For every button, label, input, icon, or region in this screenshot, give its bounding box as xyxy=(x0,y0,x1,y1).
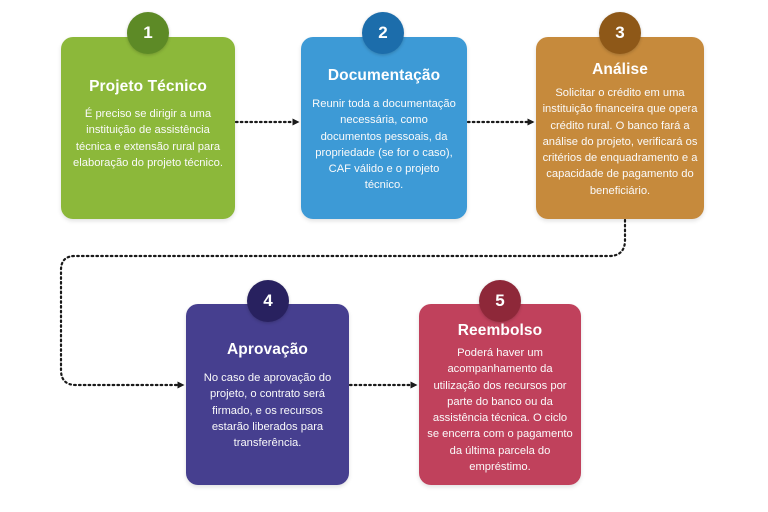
arrow-3-to-4 xyxy=(59,218,627,389)
step-title: Aprovação xyxy=(226,341,308,358)
step-card-documentacao: Documentação Reunir toda a documentação … xyxy=(301,37,467,219)
step-number-badge: 3 xyxy=(599,12,641,54)
step-title: Projeto Técnico xyxy=(89,78,207,95)
step-number-badge: 1 xyxy=(127,12,169,54)
step-number-badge: 2 xyxy=(362,12,404,54)
step-description: Poderá haver um acompanhamento da utiliz… xyxy=(427,347,573,474)
step-card-analise: Análise Solicitar o crédito em uma insti… xyxy=(536,37,704,219)
step-description: No caso de aprovação do projeto, o contr… xyxy=(203,372,332,450)
step-title: Análise xyxy=(592,61,648,78)
step-title: Reembolso xyxy=(457,322,543,339)
step-card-reembolso: Reembolso Poderá haver um acompanhamento… xyxy=(419,304,581,485)
step-description: É preciso se dirigir a uma instituição d… xyxy=(73,108,223,169)
step-description: Solicitar o crédito em uma instituição f… xyxy=(542,87,698,197)
step-number-badge: 5 xyxy=(479,280,521,322)
step-card-aprovacao: Aprovação No caso de aprovação do projet… xyxy=(186,304,349,485)
step-title: Documentação xyxy=(327,67,441,84)
step-description: Reunir toda a documentação necessária, c… xyxy=(312,98,456,192)
step-card-projeto-tecnico: Projeto Técnico É preciso se dirigir a u… xyxy=(61,37,235,219)
step-number-badge: 4 xyxy=(247,280,289,322)
